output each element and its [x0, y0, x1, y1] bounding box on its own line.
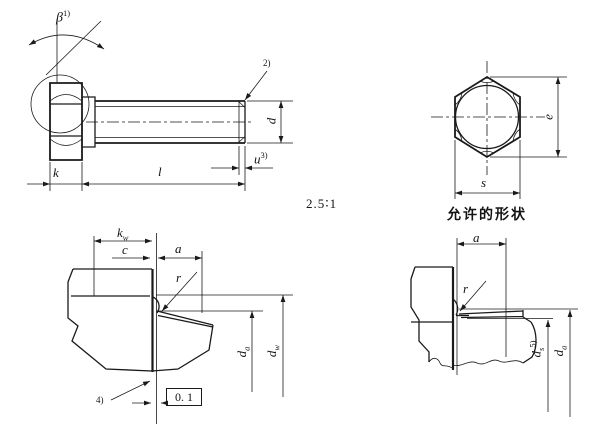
d-extension-lines	[247, 100, 293, 144]
permitted-shape-detail	[410, 238, 578, 417]
washer-face-c-label: c	[122, 242, 128, 257]
note4-leader	[110, 380, 151, 401]
shank-edge-right	[522, 321, 537, 364]
fillet-length-a-label-right: a	[473, 230, 480, 245]
incomplete-thread-u-label: u3)	[254, 150, 268, 167]
r-leader-right	[459, 280, 487, 312]
thread-root-lines	[95, 106, 245, 138]
permitted-shape-title: 允许的形状	[447, 207, 527, 223]
beta-angle-arc	[28, 34, 105, 50]
head-chamfer-arcs	[49, 94, 83, 146]
s-extension-lines	[454, 140, 521, 199]
underhead-fillet-detail	[67, 233, 293, 424]
fillet-curve-right	[452, 298, 459, 316]
dw-diameter-label: dw	[263, 344, 282, 358]
across-flats-s-label: s	[481, 175, 487, 190]
fillet-radius-r-label-left: r	[176, 270, 182, 285]
hex-head-end-view	[431, 61, 567, 199]
e-extension-lines	[490, 76, 567, 158]
wrenching-height-kw-label: kw	[117, 225, 129, 243]
fillet-length-a-label-left: a	[175, 241, 182, 256]
fillet-cone-edges	[156, 310, 214, 328]
detail-scale-label: 2.5∶1	[306, 196, 338, 211]
head-height-k-label: k	[53, 165, 59, 180]
bolt-side-view	[27, 19, 293, 191]
note-4-label: 4)	[96, 395, 104, 405]
r-leader-left	[161, 271, 198, 312]
runout-tolerance-box: 0. 1	[166, 388, 202, 406]
thread-end-note: 2)	[263, 58, 271, 68]
detail-circle	[30, 74, 90, 134]
beta-angle-label: β1)	[56, 8, 71, 26]
break-line-lower-left	[428, 357, 453, 369]
head-section-outline-right	[410, 266, 430, 362]
da-diameter-label-left: da	[233, 346, 252, 358]
beta-inclined-line	[45, 20, 102, 76]
ds-diameter-label: ds5)	[527, 340, 547, 358]
across-corners-e-label: e	[540, 114, 556, 120]
break-line-bottom-right	[452, 359, 524, 367]
shank-major-diameter	[95, 100, 245, 144]
length-l-label: l	[158, 164, 162, 179]
head-outline	[49, 82, 83, 161]
da-diameter-label-right: da	[550, 345, 569, 357]
head-section-outline	[67, 268, 153, 372]
fillet-cone-edges-right	[458, 310, 532, 323]
shank-break-outline	[151, 324, 214, 372]
thread-note-leader	[244, 70, 268, 101]
head-facet-lines	[50, 103, 82, 137]
end-view-centerlines	[431, 61, 545, 175]
fillet-radius-r-label-right: r	[463, 281, 469, 296]
diameter-d-label: d	[263, 117, 279, 125]
